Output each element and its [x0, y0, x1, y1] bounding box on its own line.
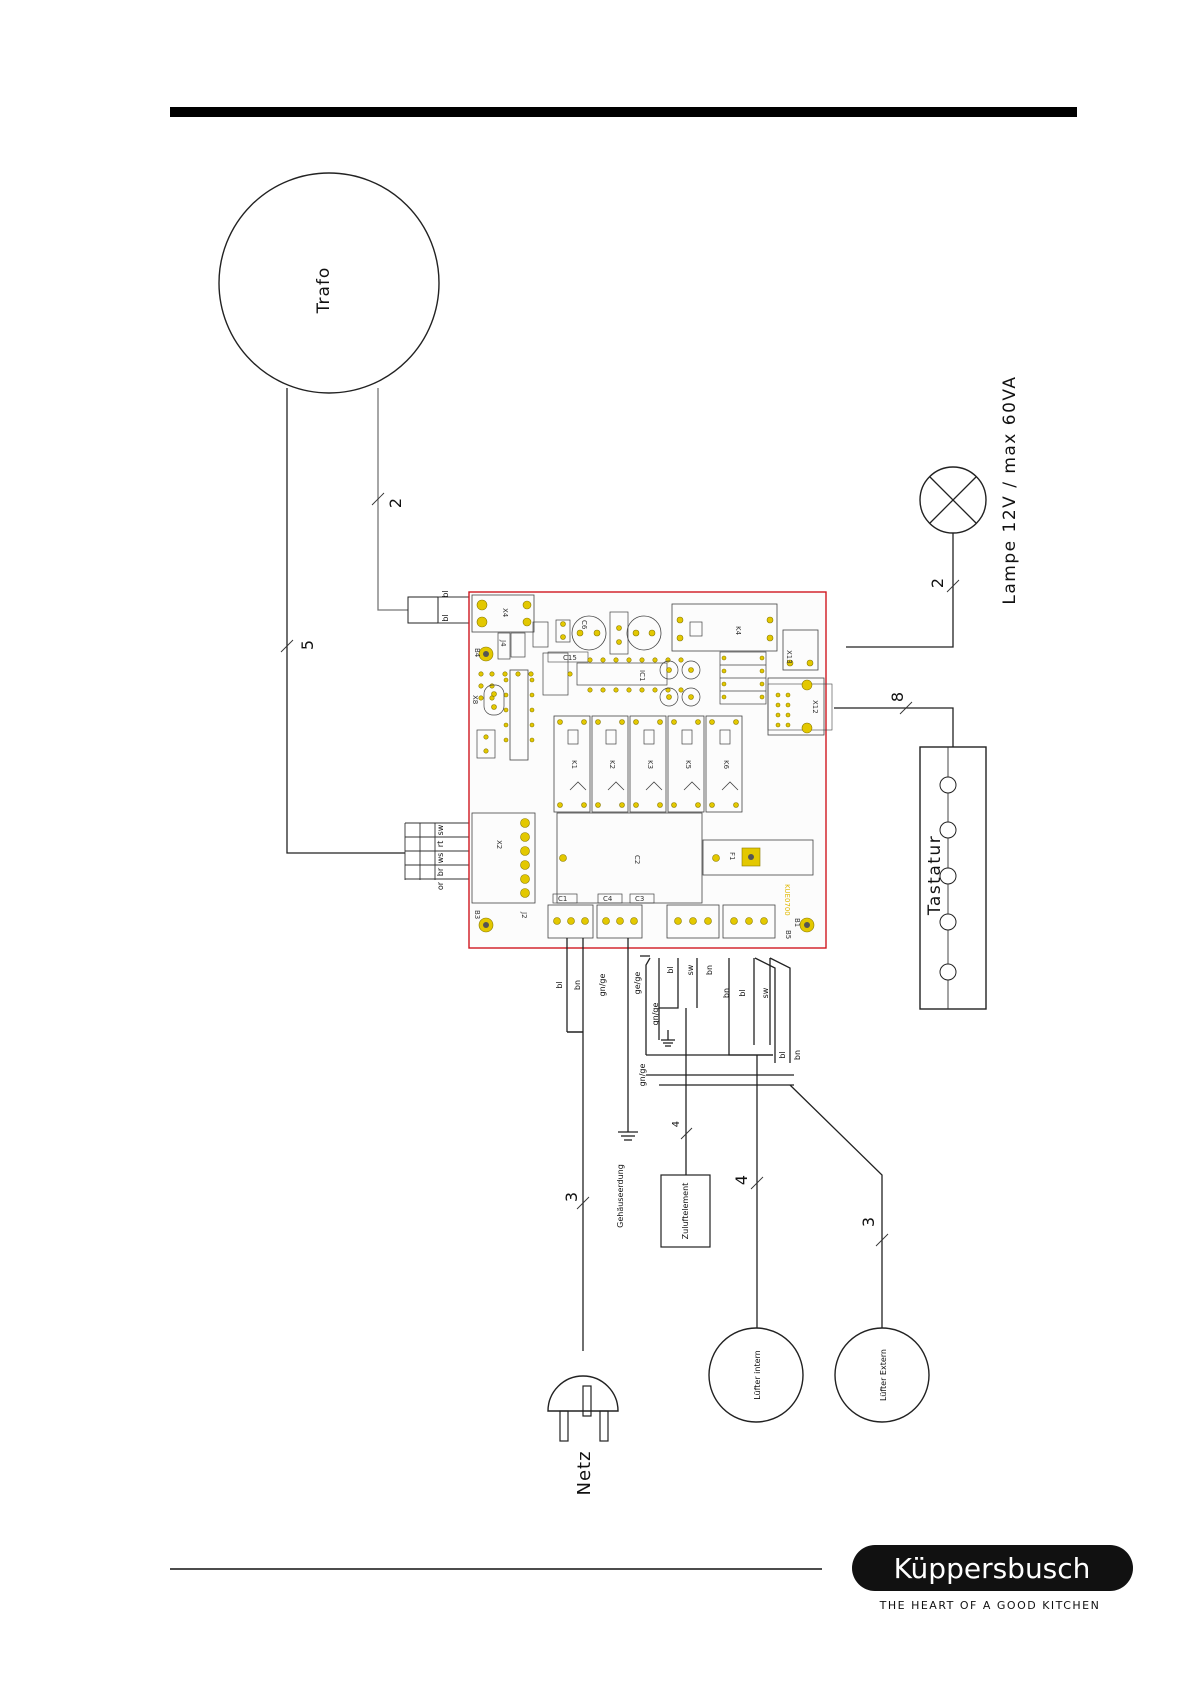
connector-x2: [471, 812, 536, 904]
x2-wire-color-5: or: [436, 881, 445, 890]
diagram-label: sw: [761, 987, 770, 998]
wire-count-keyboard: 8: [888, 692, 907, 702]
fan-intern-label: Lüfter intern: [753, 1350, 762, 1400]
diagram-label: sw: [686, 964, 695, 975]
diagram-label: C3: [635, 895, 644, 903]
x2-wire-color-1: sw: [436, 824, 445, 835]
keyboard-box: [919, 746, 987, 1010]
control-board: X4 B4 B3 B1 J4 C6 K4 X13: [468, 591, 833, 949]
keyboard-buttons: [939, 747, 957, 1009]
diagram-label: B3: [473, 910, 481, 919]
diagram-label: bn: [705, 965, 714, 975]
x2-wire-color-3: ws: [436, 853, 445, 864]
supply-air-element-label: Zuluftelement: [681, 1183, 690, 1240]
diagram-label: X2: [495, 840, 503, 849]
x2-wire-color-4: br: [436, 867, 445, 876]
diagram-label: C6: [580, 620, 588, 630]
diagram-label: K2: [608, 760, 616, 769]
diagram-label: bn: [722, 988, 731, 998]
diagram-label: KUE0700: [783, 884, 791, 916]
diagram-label: K5: [684, 760, 692, 769]
connector-x13: [782, 629, 819, 671]
lamp-label: Lampe 12V / max 60VA: [1000, 375, 1020, 604]
x4-wire-color-1: bl: [441, 590, 450, 597]
brand-name: Küppersbusch: [894, 1552, 1091, 1585]
diagram-label: B4: [473, 648, 481, 658]
kuppersbusch-logo: Küppersbusch THE HEART OF A GOOD KITCHEN: [852, 1545, 1133, 1612]
fuse-f1: [702, 839, 814, 876]
lamp-icon: [919, 466, 987, 534]
lamp-circuit: 2 Lampe 12V / max 60VA: [846, 375, 1020, 648]
trafo-symbol: Trafo: [218, 172, 440, 394]
diagram-label: B1: [793, 918, 801, 927]
diagram-label: bn: [573, 980, 582, 990]
keyboard-label: Tastatur: [925, 835, 945, 916]
diagram-label: IC1: [638, 670, 646, 681]
fan-and-heater-wiring: ge/ge bl sw bn bn bl sw gn/ge gn/ge bl b…: [633, 955, 930, 1423]
diagram-label: bl: [666, 966, 675, 973]
diagram-label: J4: [499, 639, 507, 647]
relay-bank: K1 K2 K3 K5 K6: [553, 715, 743, 813]
trafo-to-x2-wire: 5 sw rt ws br or: [280, 388, 478, 890]
diagram-label: gn/ge: [651, 1003, 660, 1026]
wire-count-fan-extern: 3: [859, 1217, 878, 1227]
fan-intern-symbol: [708, 1327, 804, 1423]
trafo-label: Trafo: [314, 267, 334, 315]
diagram-label: X13: [785, 650, 793, 664]
diagram-label: B5: [784, 930, 792, 939]
diagram-label: X12: [811, 700, 819, 714]
wire-count-zuluft: 4: [671, 1121, 682, 1127]
brand-tagline: THE HEART OF A GOOD KITCHEN: [879, 1599, 1101, 1612]
wire-count-mains: 3: [562, 1192, 581, 1202]
diagram-label: C2: [633, 855, 641, 864]
x4-wire-color-2: bl: [441, 614, 450, 621]
diagram-label: K3: [646, 760, 654, 769]
capacitor-c2: [556, 812, 703, 904]
wire-count-trafo-x2: 5: [298, 640, 317, 650]
mains-plug-icon: [547, 1375, 619, 1442]
diagram-label: bl: [738, 989, 747, 996]
pcb-pin-rows: [478, 657, 684, 701]
diagram-label: C15: [563, 654, 577, 662]
connector-x4: [471, 594, 535, 633]
wire-count-fan-intern: 4: [732, 1175, 751, 1185]
fan-extern-symbol: [834, 1327, 930, 1423]
x2-wire-color-2: rt: [436, 841, 445, 847]
trafo-to-x4-wire: 2 bl bl: [371, 388, 478, 624]
diagram-label: bn: [793, 1050, 802, 1060]
housing-ground-label: Gehäuseerdung: [616, 1164, 625, 1228]
mains-label: Netz: [574, 1450, 595, 1495]
diagram-label: gn/ge: [638, 1064, 647, 1087]
diagram-label: gn/ge: [598, 974, 607, 997]
diagram-label: K4: [734, 626, 742, 636]
keyboard-circuit: 8 Tastatur: [834, 692, 987, 1010]
diagram-label: bl: [555, 981, 564, 988]
mains-wiring: bl bn gn/ge 3 Gehäuseerdung Netz: [547, 938, 638, 1496]
diagram-label: X8: [471, 695, 479, 704]
diagram-label: J2: [520, 911, 528, 919]
diagram-label: ge/ge: [633, 972, 642, 995]
diagram-label: K6: [722, 760, 730, 770]
diagram-label: bl: [778, 1051, 787, 1058]
wire-count-trafo-x4: 2: [386, 498, 405, 508]
diagram-label: K1: [570, 760, 578, 769]
diagram-label: C1: [558, 895, 567, 903]
diagram-label: F1: [728, 852, 736, 860]
supply-air-element-box: [660, 1174, 711, 1248]
diagram-label: C4: [603, 895, 613, 903]
relay-k4: [671, 603, 778, 652]
fan-extern-label: Lüfter Extern: [879, 1349, 888, 1401]
diagram-label: X4: [501, 608, 509, 618]
wire-count-lamp: 2: [928, 578, 947, 588]
header-bar: [170, 107, 1077, 117]
